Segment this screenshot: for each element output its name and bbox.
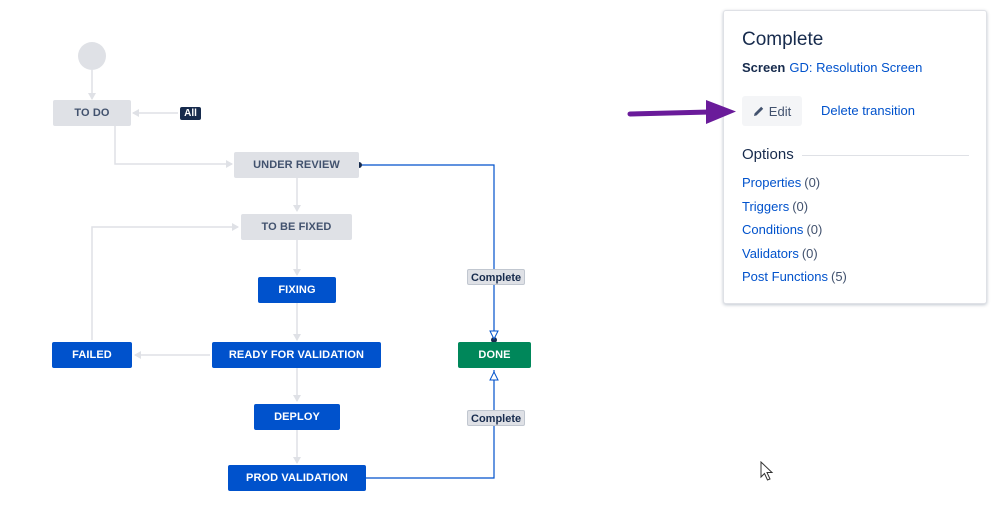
transition-arrowhead-top bbox=[489, 330, 499, 341]
status-prod-validation[interactable]: PROD VALIDATION bbox=[228, 465, 366, 491]
annotation-arrow-icon bbox=[627, 100, 736, 124]
option-count: (0) bbox=[806, 222, 823, 237]
status-ready-for-validation[interactable]: READY FOR VALIDATION bbox=[212, 342, 381, 368]
options-heading: Options bbox=[742, 146, 794, 163]
status-deploy[interactable]: DEPLOY bbox=[254, 404, 340, 430]
status-to-be-fixed[interactable]: TO BE FIXED bbox=[241, 214, 352, 240]
delete-transition-link[interactable]: Delete transition bbox=[821, 103, 915, 118]
option-link[interactable]: Properties bbox=[742, 175, 802, 190]
option-count: (0) bbox=[801, 245, 818, 261]
connector-failed-to-be-fixed[interactable] bbox=[91, 223, 239, 340]
option-count: (0) bbox=[804, 175, 821, 190]
mouse-cursor-icon bbox=[760, 461, 774, 481]
options-divider bbox=[802, 155, 969, 156]
option-link[interactable]: Conditions bbox=[742, 222, 804, 237]
option-validators: Validators(0) bbox=[742, 246, 847, 270]
screen-label: Screen bbox=[742, 60, 786, 75]
all-transition-badge[interactable]: All bbox=[180, 107, 201, 120]
option-link[interactable]: Triggers bbox=[742, 198, 790, 214]
option-post-functions: Post Functions(5) bbox=[742, 269, 847, 293]
options-list: Properties(0) Triggers(0) Conditions(0) … bbox=[742, 175, 847, 293]
option-count: (5) bbox=[831, 269, 847, 284]
option-link[interactable]: Validators bbox=[742, 245, 799, 261]
status-fixing[interactable]: FIXING bbox=[258, 277, 336, 303]
status-done[interactable]: DONE bbox=[458, 342, 531, 368]
pencil-icon bbox=[753, 106, 763, 116]
option-count: (0) bbox=[792, 198, 809, 214]
option-triggers: Triggers(0) bbox=[742, 199, 847, 223]
transition-label-complete-bottom[interactable]: Complete bbox=[467, 410, 526, 426]
option-properties: Properties(0) bbox=[742, 175, 847, 199]
panel-title: Complete bbox=[742, 29, 824, 50]
edit-label: Edit bbox=[768, 103, 792, 119]
connector-todo-under-review[interactable] bbox=[114, 126, 233, 168]
edit-button[interactable]: Edit bbox=[742, 96, 802, 126]
transition-label-complete-top[interactable]: Complete bbox=[467, 269, 526, 285]
status-under-review[interactable]: UNDER REVIEW bbox=[234, 152, 359, 178]
status-todo[interactable]: TO DO bbox=[53, 100, 131, 126]
option-conditions: Conditions(0) bbox=[742, 222, 847, 246]
transition-prod-validation-done[interactable] bbox=[366, 370, 495, 479]
transition-under-review-done[interactable] bbox=[359, 164, 495, 340]
status-failed[interactable]: FAILED bbox=[52, 342, 132, 368]
transition-arrowhead-bottom bbox=[489, 370, 499, 381]
option-link[interactable]: Post Functions bbox=[742, 269, 828, 284]
start-node[interactable] bbox=[78, 42, 106, 70]
screen-link[interactable]: GD: Resolution Screen bbox=[789, 60, 923, 75]
